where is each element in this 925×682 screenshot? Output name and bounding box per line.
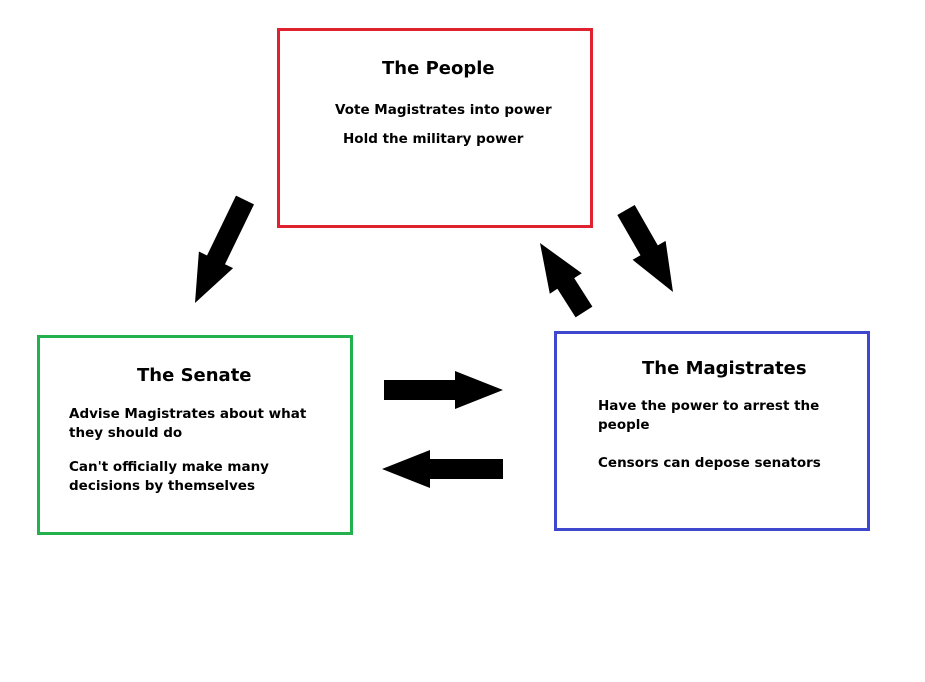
arrow-senate-to-magistrates: [384, 371, 503, 409]
magistrates-line-1: Have the power to arrest the people: [598, 398, 820, 433]
senate-line-2: Can't officially make many decisions by …: [69, 459, 269, 494]
senate-title: The Senate: [137, 365, 252, 386]
arrow-people-to-senate: [195, 195, 254, 303]
magistrates-line-2: Censors can depose senators: [598, 455, 821, 471]
magistrates-title: The Magistrates: [642, 358, 807, 379]
people-box: The People Vote Magistrates into power H…: [277, 28, 593, 228]
senate-line-1: Advise Magistrates about what they shoul…: [69, 406, 307, 441]
arrow-magistrates-to-people: [540, 243, 593, 318]
senate-box: The Senate Advise Magistrates about what…: [37, 335, 353, 535]
magistrates-box: The Magistrates Have the power to arrest…: [554, 331, 870, 531]
people-title: The People: [382, 58, 495, 79]
people-line-1: Vote Magistrates into power: [335, 102, 552, 118]
people-line-2: Hold the military power: [343, 131, 524, 147]
arrow-people-to-magistrates: [617, 205, 673, 292]
arrow-magistrates-to-senate: [382, 450, 503, 488]
